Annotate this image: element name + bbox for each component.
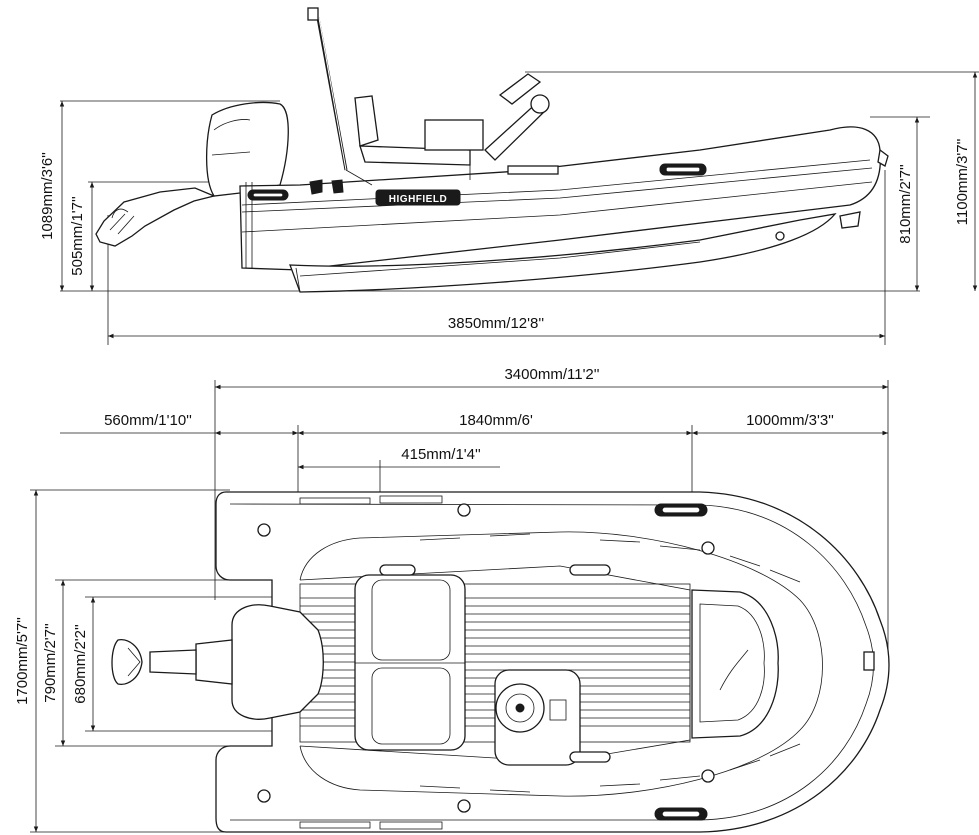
- dim-hull-length: 3400mm/11'2'': [504, 366, 599, 383]
- dim-engine-height: 1089mm/3'6'': [39, 152, 56, 240]
- dim-floor-beam: 680mm/2'2'': [72, 624, 89, 704]
- outboard-cowling: [205, 101, 289, 197]
- brand-plate: [375, 189, 461, 206]
- tube-inner-edge: [299, 531, 823, 797]
- windscreen: [498, 73, 542, 105]
- dim-overall-length: 3850mm/12'8'': [448, 315, 544, 332]
- dim-overall-height: 1100mm/3'7'': [954, 139, 971, 226]
- seat-back: [354, 95, 379, 147]
- dim-overall-beam: 1700mm/5'7'': [14, 617, 31, 705]
- dim-mid-section: 1840mm/6': [459, 412, 533, 429]
- console-box: [424, 119, 484, 151]
- outboard-shaft: [195, 639, 233, 685]
- outboard-top: [231, 604, 324, 720]
- outboard-leg: [95, 187, 217, 247]
- side-view: HIGHFIELD 1089mm/3'6'' 505mm/1'7'' 810mm…: [39, 7, 979, 345]
- steering-wheel-icon: [530, 94, 550, 114]
- bow-locker: [691, 589, 779, 739]
- propeller-icon: [109, 208, 135, 235]
- propeller-top-icon: [111, 639, 143, 685]
- hull-bottom: [289, 213, 837, 293]
- seat-top: [354, 574, 466, 751]
- dim-bow-section: 1000mm/3'3'': [746, 412, 834, 429]
- dim-inner-beam: 790mm/2'7'': [42, 623, 59, 703]
- bow-eye: [877, 148, 889, 167]
- dim-transom-height: 505mm/1'7'': [69, 196, 86, 276]
- dim-seat-offset: 415mm/1'4'': [401, 446, 481, 463]
- top-view: 3400mm/11'2'' 560mm/1'10'' 1840mm/6' 100…: [14, 366, 890, 833]
- bow-eye-top: [863, 651, 875, 671]
- brand-text: HIGHFIELD: [389, 194, 447, 205]
- tube: [239, 126, 882, 271]
- dim-tube-height: 810mm/2'7'': [897, 164, 914, 244]
- dim-stern-section: 560mm/1'10'': [104, 412, 192, 429]
